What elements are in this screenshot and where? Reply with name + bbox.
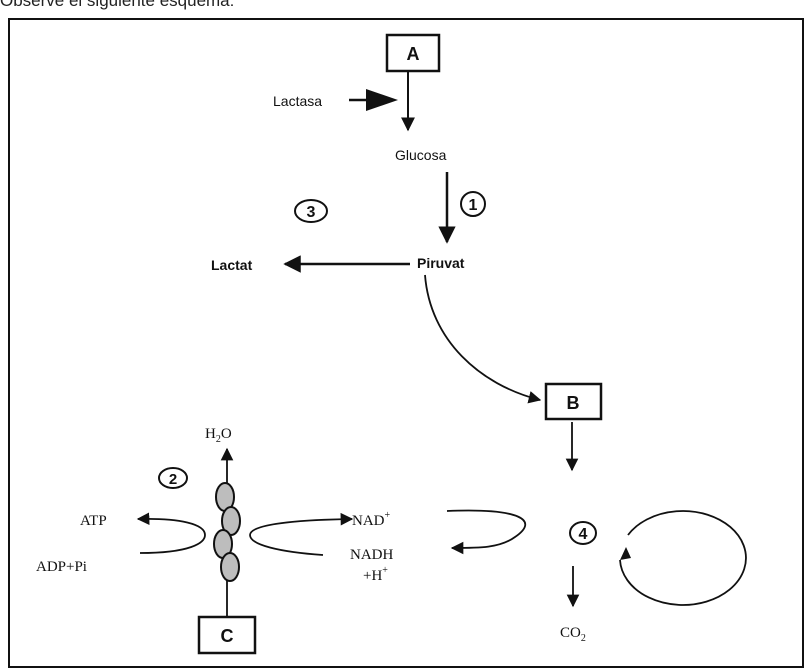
- label-glucosa: Glucosa: [395, 147, 447, 163]
- label-adp-pi: ADP+Pi: [36, 559, 87, 575]
- arrow-cycle-to-nadh: [446, 509, 527, 555]
- arrow-adp-to-atp: [136, 512, 206, 554]
- step-1-marker: 1: [460, 191, 486, 217]
- box-c-label: C: [221, 626, 234, 646]
- step-4-marker: 4: [569, 521, 597, 545]
- box-b-label: B: [567, 393, 580, 413]
- arrow-chain-to-nad: [249, 512, 354, 556]
- instruction-text: Observe el siguiente esquema:: [0, 0, 235, 10]
- lactasa-arrowhead: [366, 89, 398, 111]
- step-2-label: 2: [169, 471, 177, 488]
- cycle-circle: [619, 510, 747, 606]
- label-h-plus: +H+: [363, 565, 388, 584]
- step-4-label: 4: [579, 526, 588, 543]
- label-nad-plus: NAD+: [352, 510, 391, 529]
- complex-4: [220, 552, 240, 582]
- step-2-marker: 2: [158, 467, 188, 489]
- step-1-label: 1: [469, 197, 478, 214]
- box-c: C: [197, 615, 257, 655]
- box-b: B: [544, 382, 603, 421]
- box-a: A: [385, 33, 441, 73]
- arrow-piruvat-to-b: [424, 274, 542, 404]
- label-lactat: Lactat: [211, 257, 253, 273]
- electron-transport-complexes: [213, 482, 241, 582]
- label-h2o: H2O: [205, 426, 232, 445]
- label-atp: ATP: [80, 513, 107, 529]
- step-3-marker: 3: [294, 199, 328, 223]
- label-nadh: NADH: [350, 547, 393, 563]
- label-lactasa: Lactasa: [273, 93, 322, 109]
- step-3-label: 3: [307, 204, 316, 221]
- cycle-arrowhead: [620, 547, 631, 560]
- label-piruvat: Piruvat: [417, 255, 465, 271]
- diagram-frame: [8, 18, 804, 668]
- label-co2: CO2: [560, 625, 586, 644]
- box-a-label: A: [407, 44, 420, 64]
